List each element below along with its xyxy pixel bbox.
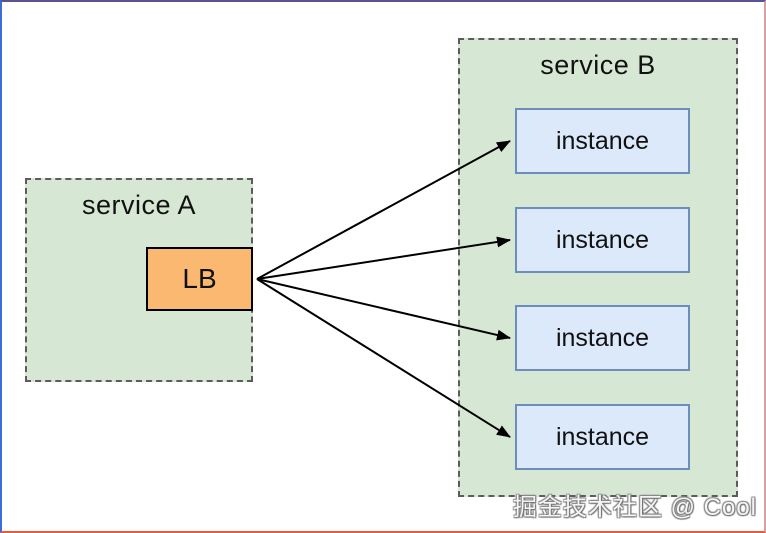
service-b-title: service B bbox=[540, 50, 656, 80]
instance-box-2: instance bbox=[515, 207, 690, 273]
instance-box-3: instance bbox=[515, 305, 690, 371]
watermark-text: 掘金技术社区 @ Cool bbox=[512, 494, 757, 521]
lb-label: LB bbox=[182, 263, 217, 294]
instance-box-1: instance bbox=[515, 108, 690, 174]
lb-box: LB bbox=[146, 247, 253, 311]
instance-4-label: instance bbox=[555, 422, 650, 451]
instance-3-label: instance bbox=[555, 323, 650, 352]
service-a-title: service A bbox=[81, 190, 197, 220]
instance-1-label: instance bbox=[555, 126, 650, 155]
instance-box-4: instance bbox=[515, 404, 690, 470]
instance-2-label: instance bbox=[555, 225, 650, 254]
